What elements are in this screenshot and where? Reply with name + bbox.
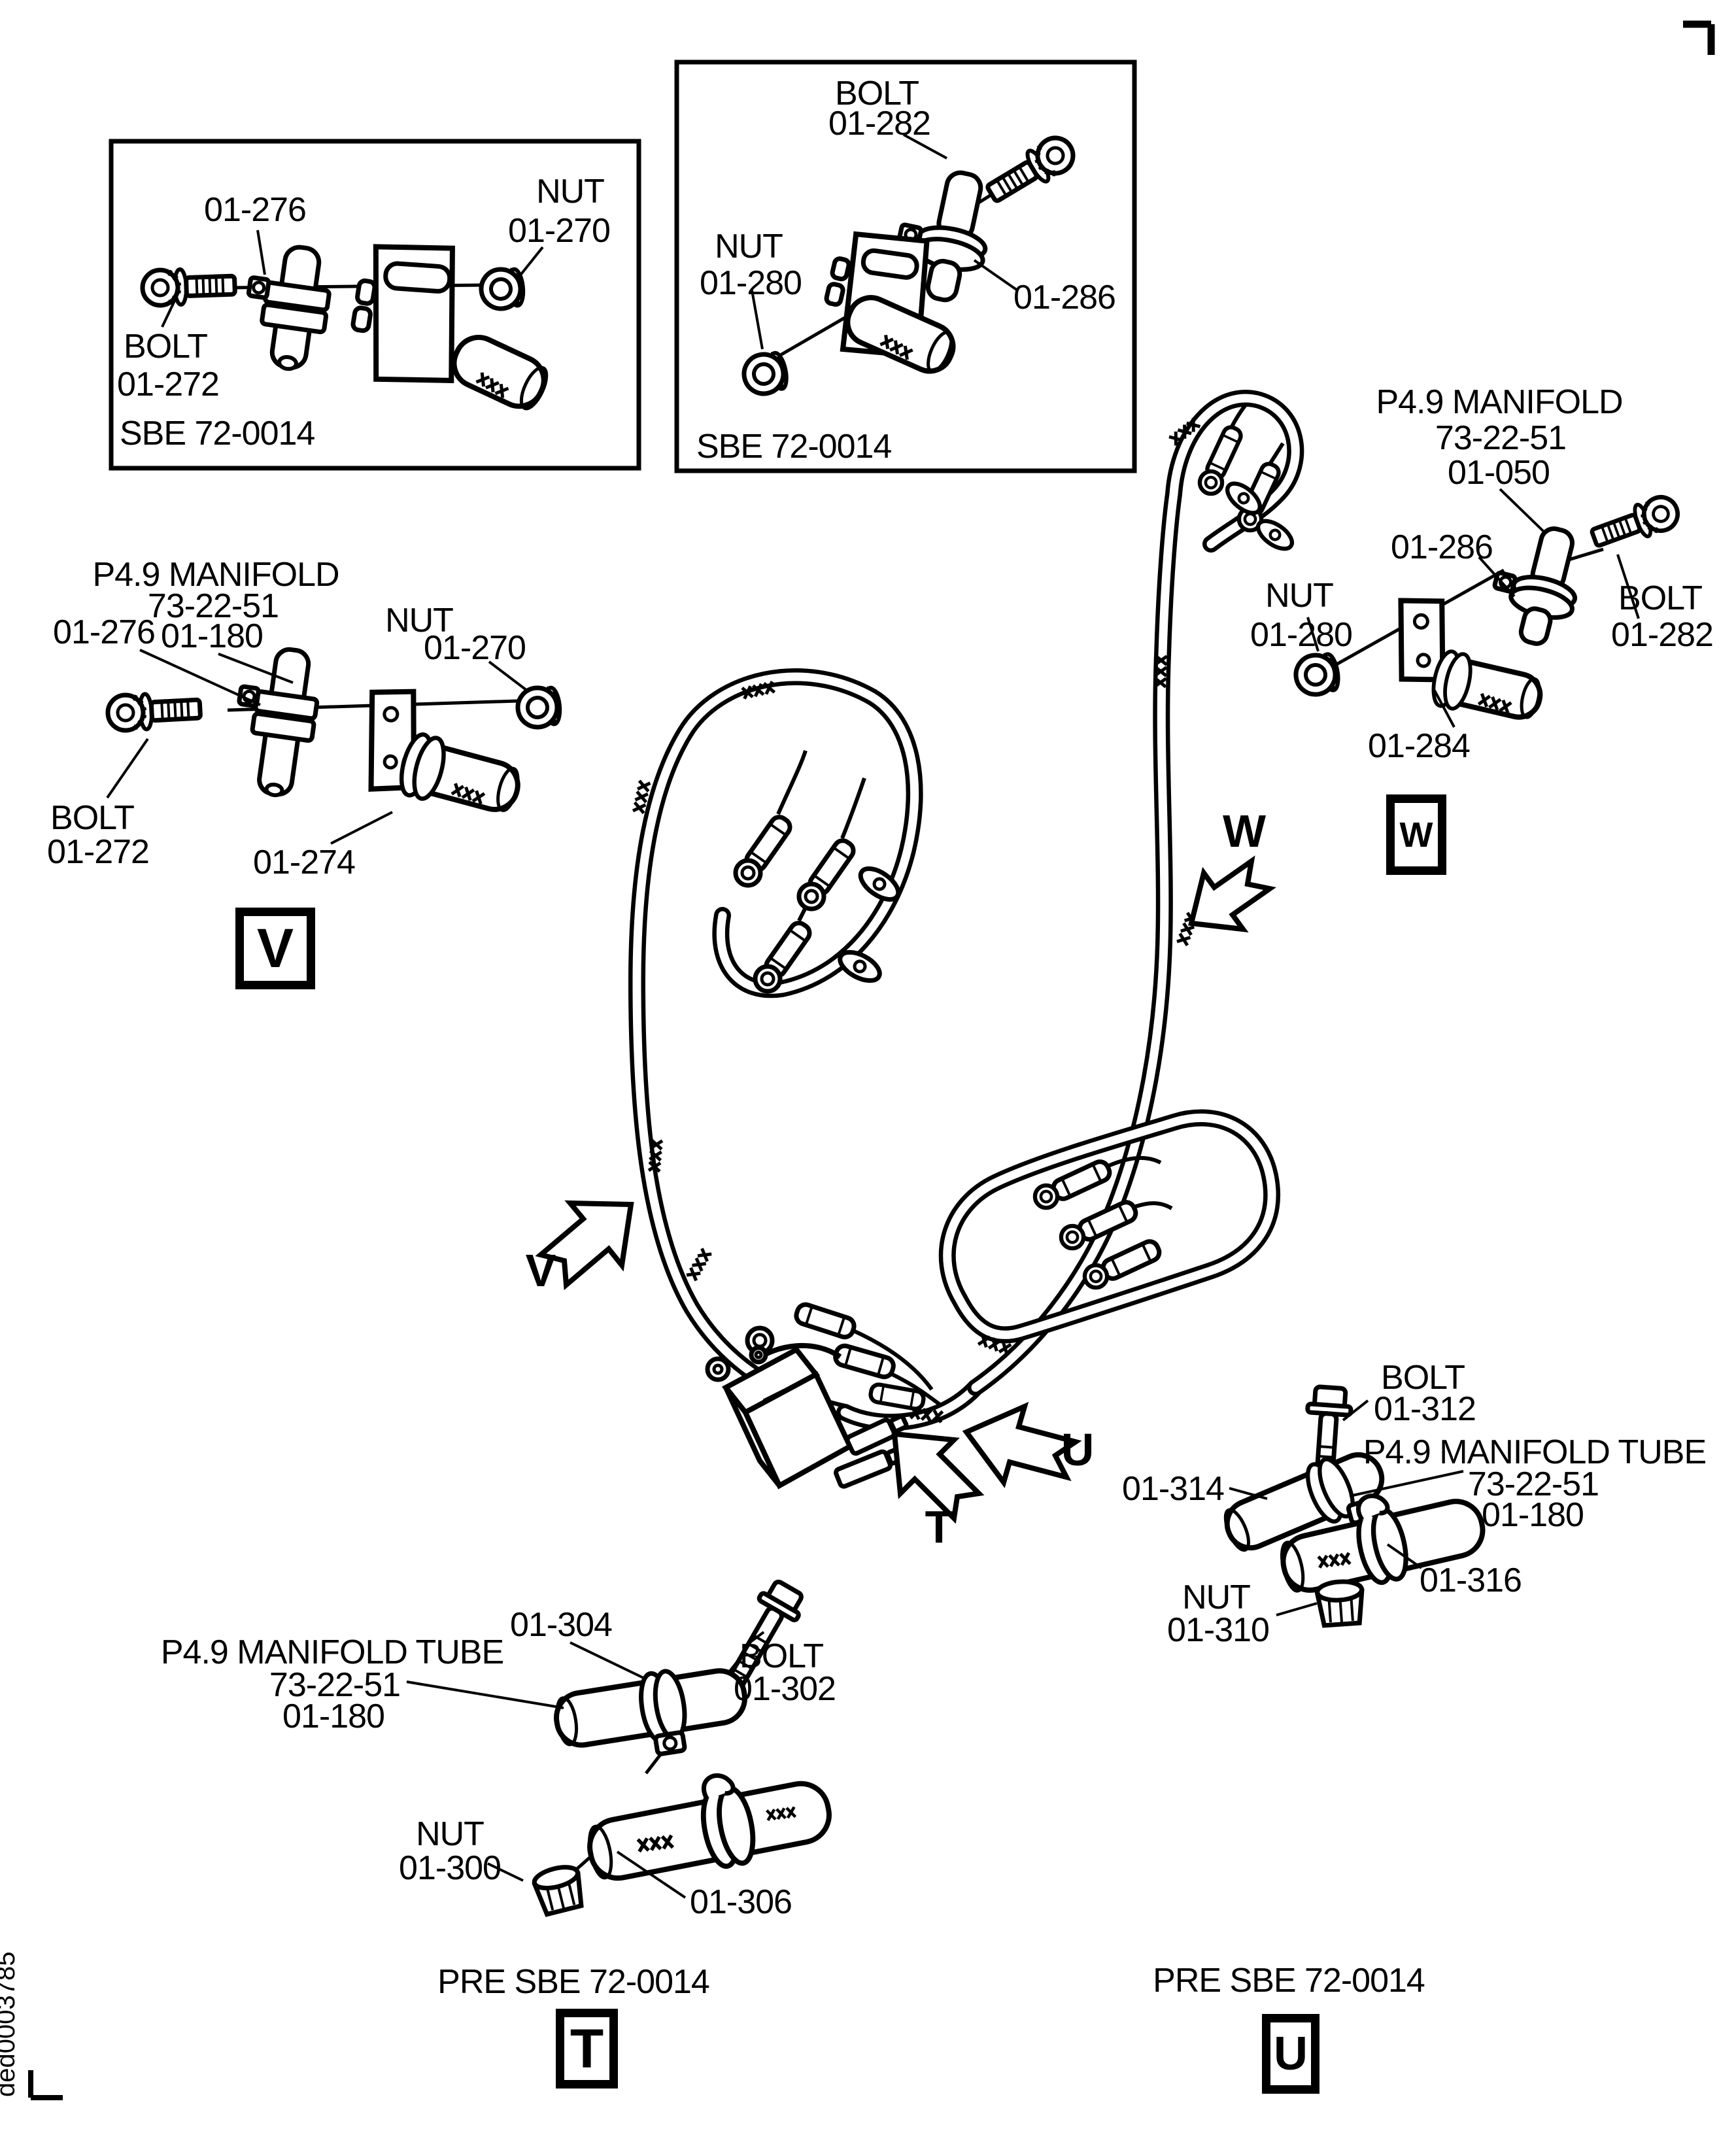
t-caption: PRE SBE 72-0014 (437, 1963, 710, 2001)
t-letter-box: T (556, 2009, 618, 2088)
w-nut-word: NUT (1265, 577, 1334, 615)
section-v-drawing (107, 647, 562, 845)
corner-mark-bottom-left (28, 2070, 63, 2100)
wiring-harness (628, 390, 1304, 1490)
w-box-letter: W (1399, 815, 1433, 855)
box2-bolt-word: BOLT (835, 75, 919, 112)
view-arrow-t (891, 1431, 985, 1524)
t-title-line2: 73-22-51 (269, 1666, 401, 1704)
box1-part-ref: 01-276 (204, 191, 307, 229)
right-hook-terminals (1200, 403, 1297, 554)
u-bolt-ref: 01-312 (1374, 1390, 1476, 1428)
u-letter-box: U (1262, 2014, 1319, 2094)
box1-bolt-ref: 01-272 (117, 366, 220, 403)
t-sub-ref: 01-306 (690, 1883, 792, 1921)
inset-box-2-frame (674, 60, 1137, 473)
box2-nut-ref: 01-280 (700, 264, 802, 302)
corner-mark-top-right (1683, 20, 1715, 55)
w-arrow-letter: W (1222, 806, 1267, 857)
box1-nut-word: NUT (536, 173, 605, 211)
u-arrow-letter: U (1061, 1424, 1095, 1475)
v-title-line1: P4.9 MANIFOLD (92, 556, 339, 594)
box1-caption: SBE 72-0014 (120, 415, 315, 452)
v-arrow-letter: V (525, 1245, 556, 1296)
t-box-letter: T (570, 2017, 604, 2079)
w-sub-ref: 01-284 (1368, 727, 1471, 765)
w-title-line2: 73-22-51 (1435, 419, 1567, 457)
inset-box-1-drawing (142, 230, 549, 411)
view-arrow-v (535, 1200, 634, 1291)
v-box-letter: V (256, 917, 294, 979)
w-title-line1: P4.9 MANIFOLD (1376, 383, 1623, 421)
u-sub-ref: 01-316 (1420, 1561, 1522, 1599)
u-nut-ref: 01-310 (1167, 1611, 1270, 1649)
view-arrow-u (962, 1401, 1082, 1488)
relay-box (705, 1342, 909, 1490)
section-w-drawing (1293, 488, 1682, 728)
w-bolt-ref: 01-282 (1611, 616, 1714, 654)
left-mid-terminals (747, 1303, 943, 1410)
v-nut-word: NUT (385, 602, 454, 639)
v-bolt-ref: 01-272 (47, 833, 150, 871)
inset-box-1-frame (109, 139, 641, 471)
u-caption: PRE SBE 72-0014 (1153, 1962, 1425, 2000)
v-title-line2: 73-22-51 (147, 587, 279, 625)
u-box-letter: U (1274, 2028, 1308, 2080)
u-bolt-word: BOLT (1381, 1359, 1465, 1397)
v-nut-ref: 01-270 (424, 629, 526, 667)
box1-bolt-word: BOLT (124, 328, 208, 366)
v-part-ref: 01-276 (53, 613, 156, 651)
w-title-line3: 01-050 (1448, 454, 1550, 492)
v-sub-ref: 01-274 (253, 844, 356, 881)
u-title-line1: P4.9 MANIFOLD TUBE (1363, 1433, 1707, 1471)
w-nut-ref: 01-280 (1250, 616, 1353, 654)
u-clamp-ref: 01-314 (1122, 1470, 1225, 1508)
section-t-drawing (406, 1577, 832, 1916)
t-bolt-ref: 01-302 (734, 1670, 836, 1708)
t-nut-ref: 01-300 (399, 1849, 502, 1887)
t-title-line3: 01-180 (282, 1697, 385, 1735)
u-nut-word: NUT (1182, 1578, 1251, 1616)
section-u-drawing (1223, 1386, 1486, 1626)
left-hook-terminals (736, 750, 904, 991)
box2-nut-word: NUT (715, 228, 783, 265)
v-title-line3: 01-180 (161, 617, 264, 655)
box2-bolt-ref: 01-282 (828, 105, 931, 143)
w-letter-box: W (1386, 794, 1446, 875)
box2-caption: SBE 72-0014 (696, 428, 892, 466)
t-nut-word: NUT (416, 1815, 485, 1853)
t-bolt-word: BOLT (740, 1637, 824, 1675)
box2-part-ref: 01-286 (1013, 279, 1116, 316)
v-letter-box: V (235, 908, 315, 989)
v-bolt-word: BOLT (50, 799, 135, 837)
right-mid-terminals (1035, 1155, 1173, 1287)
inset-box-2-drawing (740, 131, 1080, 398)
t-clamp-ref: 01-304 (510, 1606, 613, 1644)
w-part-ref: 01-286 (1391, 528, 1493, 566)
view-arrow-w (1188, 855, 1276, 933)
u-title-line2: 73-22-51 (1467, 1465, 1599, 1503)
box1-nut-ref: 01-270 (508, 212, 611, 250)
t-title-line1: P4.9 MANIFOLD TUBE (160, 1633, 504, 1671)
w-bolt-word: BOLT (1618, 579, 1703, 617)
t-arrow-letter: T (925, 1501, 953, 1552)
u-title-line3: 01-180 (1482, 1496, 1584, 1534)
figure-id: ded0003785 (0, 1951, 20, 2097)
